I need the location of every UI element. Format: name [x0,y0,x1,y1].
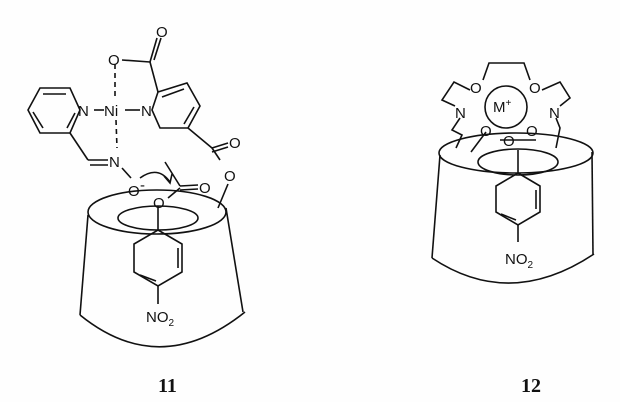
oxygen-left: O [470,80,482,97]
cryptand-bridge [440,62,572,153]
compound-label-12: 12 [521,375,541,397]
oxygen-guest: O [153,195,165,212]
nitro-group: NO2 [505,251,534,271]
oxygen-rim-2: O [526,123,538,140]
right-pyridine [121,37,229,209]
oxygen-rim-1: O [480,123,492,140]
oxygen-rim-3: O [503,133,515,150]
nitrogen-right: N [549,105,560,122]
oxygen-anion: O [128,183,140,200]
compound-label-11: 11 [158,375,177,397]
nitrogen-left: N [78,103,89,120]
acetyl-group [139,161,199,199]
compound-12: M+ O O N N O O O NO2 12 [431,62,595,397]
nitrogen-right: N [141,103,152,120]
compound-11: Ni N N N O O O O O - O O NO2 11 [27,24,246,397]
nitrophenyl-guest [495,150,541,242]
nickel-atom: Ni [104,103,118,120]
anion-charge: - [140,177,145,194]
nitrophenyl-guest [133,206,183,304]
oxygen-ester: O [224,168,236,185]
cyclodextrin-cone [431,132,595,284]
nitro-group: NO2 [146,309,175,329]
oxygen-carbonyl-top: O [156,24,168,41]
oxygen-right: O [529,80,541,97]
nitrogen-imine: N [109,154,120,171]
left-pyridine [27,64,140,179]
nitrogen-left: N [455,105,466,122]
oxygen-carbonyl-ester: O [229,135,241,152]
oxygen-carboxylate: O [108,52,120,69]
oxygen-acetyl: O [199,180,211,197]
metal-cation: M+ [493,98,512,116]
